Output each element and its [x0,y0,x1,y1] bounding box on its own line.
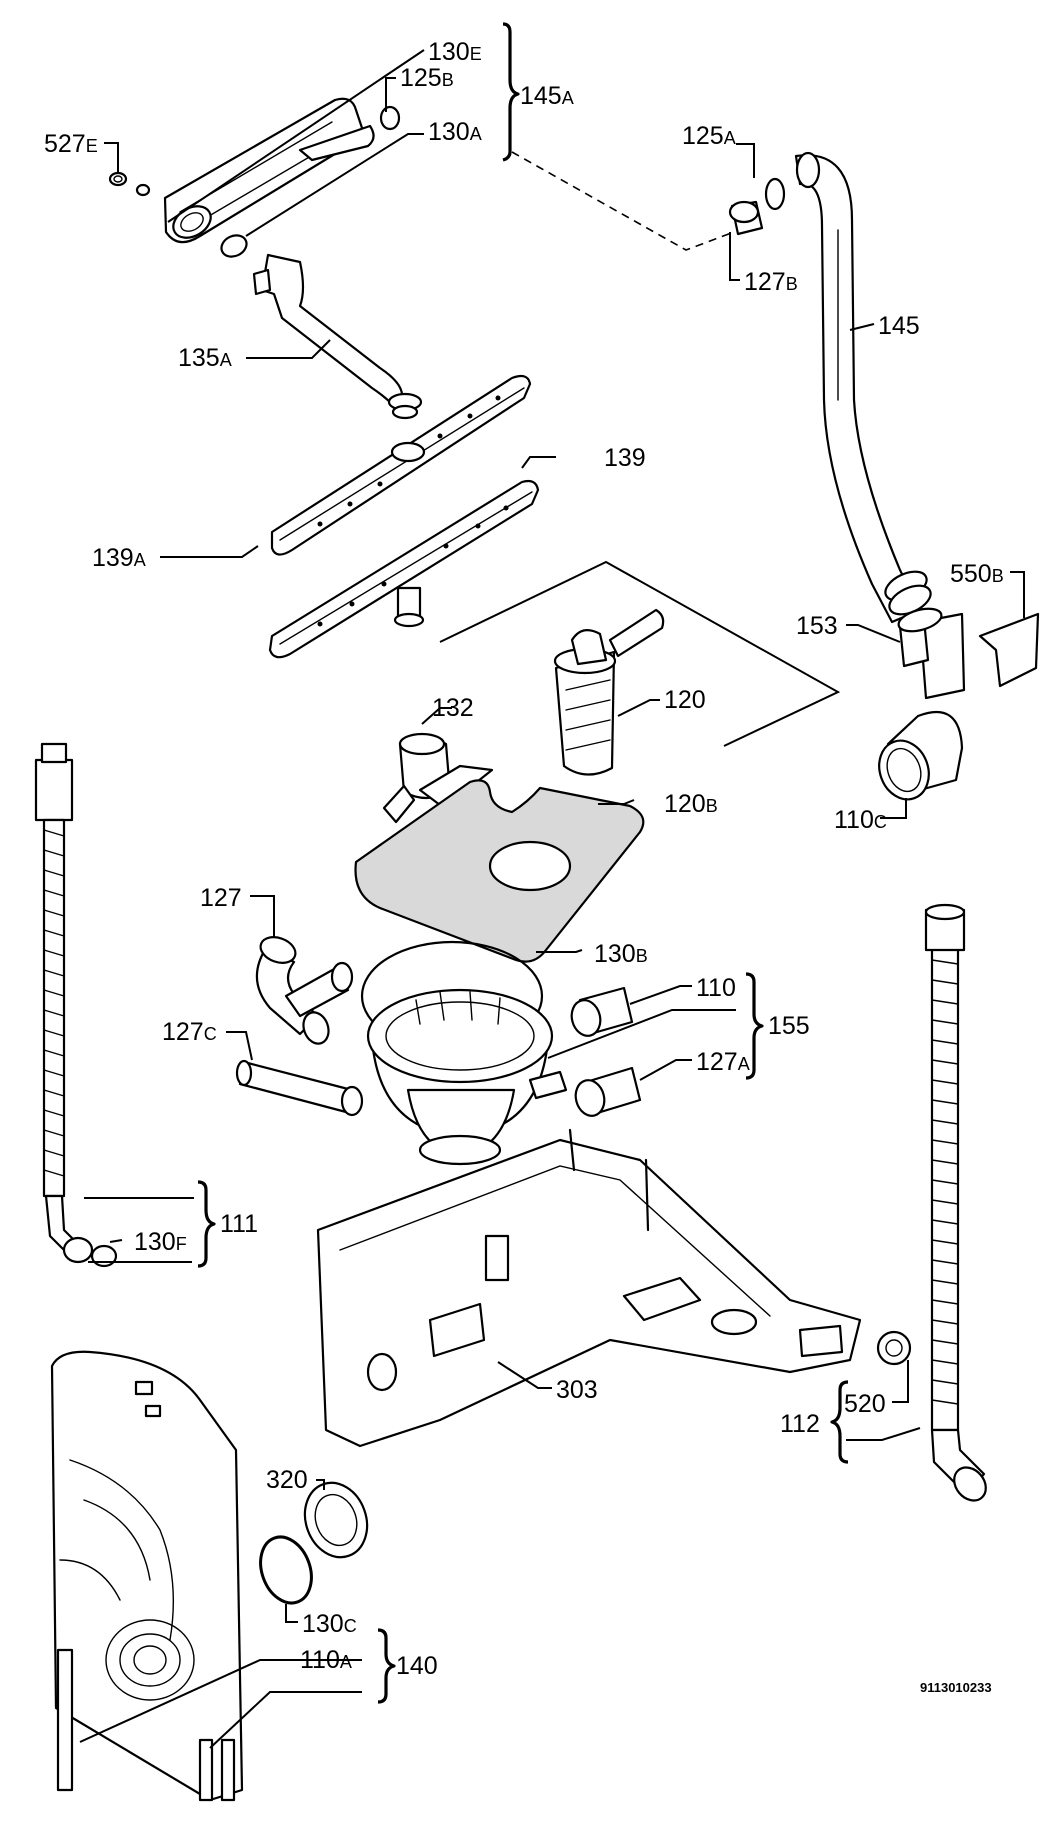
document-number: 9113010233 [920,1680,992,1695]
supply-pipe-135a [252,253,423,420]
part-132 [382,732,494,824]
label-110: 110 [696,974,736,1002]
o-ring-125b [379,105,401,131]
label-130c: 130C [302,1610,357,1638]
sleeve-110 [570,986,634,1037]
label-130b: 130B [594,940,648,968]
flat-filter-120b [354,779,645,963]
label-125b: 125B [400,64,454,92]
o-ring-125a [764,177,786,211]
label-130f: 130F [134,1228,187,1256]
label-110c: 110C [834,806,887,834]
seal-320 [303,1481,369,1559]
supply-hose-145 [794,151,932,624]
leader-lines [79,49,1025,1749]
label-127c: 127C [162,1018,217,1046]
label-130e: 130E [428,38,482,66]
label-120: 120 [664,686,706,714]
connector-127b [728,200,764,236]
label-527e: 527E [44,130,98,158]
label-111: 111 [220,1210,258,1238]
label-153: 153 [796,612,838,640]
label-127b: 127B [744,268,798,296]
sump-housing [366,988,568,1166]
label-550b: 550B [950,560,1004,588]
label-139: 139 [604,444,646,472]
label-127: 127 [200,884,242,912]
bent-hose-127 [255,936,354,1045]
label-145: 145 [878,312,920,340]
seal-130a [220,234,248,258]
elbow-hose-110c [878,710,964,801]
hose-connector-153 [897,607,966,700]
label-120b: 120B [664,790,718,818]
filter-120 [553,608,665,776]
label-132: 132 [432,694,474,722]
label-139a: 139A [92,544,146,572]
label-145a: 145A [520,82,574,110]
clip-520 [876,1330,912,1366]
side-panel-140 [50,1350,244,1802]
nut-527e [108,171,128,187]
label-140: 140 [396,1652,438,1680]
group-brackets [197,22,849,1704]
hose-127c [235,1059,364,1117]
spray-arm-139 [268,479,540,659]
seal-130e [135,183,151,197]
label-320: 320 [266,1466,308,1494]
upper-spray-arm-bracket-145a [163,97,375,244]
label-127a: 127A [696,1048,750,1076]
label-135a: 135A [178,344,232,372]
connection-lines [439,151,841,747]
label-125a: 125A [682,122,736,150]
label-303: 303 [556,1376,598,1404]
label-112: 112 [780,1410,820,1438]
spray-arm-139a [270,374,532,556]
bracket-550b [978,612,1040,688]
inlet-hose-111 [34,742,94,1264]
label-110a: 110A [300,1646,352,1674]
sleeve-127a [574,1066,642,1117]
label-520: 520 [844,1390,886,1418]
base-frame-303 [316,1128,862,1448]
drain-hose-112 [924,903,987,1502]
label-130a: 130A [428,118,482,146]
seal-130c [259,1535,313,1605]
part-labels: 130E 125B 145A 527E 130A 125A 127B 145 1… [44,38,1004,1680]
label-155: 155 [768,1012,810,1040]
